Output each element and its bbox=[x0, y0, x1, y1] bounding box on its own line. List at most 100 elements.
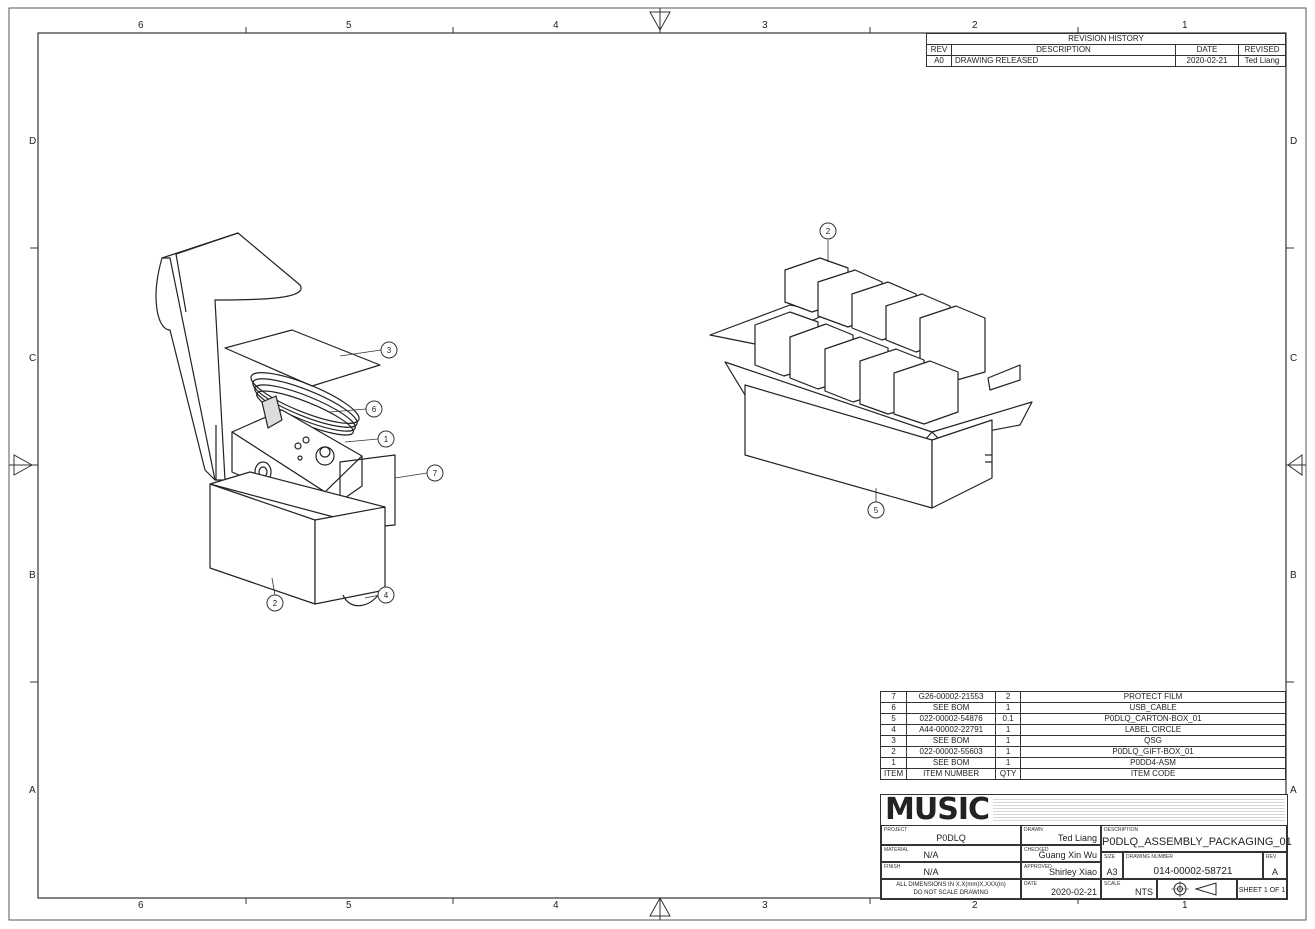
dims-note-cell: ALL DIMENSIONS IN X.X(mm)X.XXX(in) DO NO… bbox=[881, 879, 1021, 899]
bom-qty: 1 bbox=[995, 757, 1022, 769]
drawing-number-label: DRAWING NUMBER bbox=[1126, 854, 1174, 860]
date-value-tb: 2020-02-21 bbox=[1050, 887, 1097, 897]
zone-col-6-top: 6 bbox=[138, 20, 144, 31]
material-label: MATERIAL bbox=[884, 847, 909, 853]
bom-code: QSG bbox=[1020, 735, 1286, 747]
bom-qty-header: QTY bbox=[995, 768, 1022, 780]
zone-col-5-top: 5 bbox=[346, 20, 352, 31]
title-block: MUSIC PROJECT P0DLQ MATERIAL N/A FINISH … bbox=[880, 794, 1292, 900]
third-angle-projection-icon bbox=[1171, 881, 1217, 897]
box-stack-front bbox=[754, 311, 959, 425]
date-header: DATE bbox=[1175, 44, 1239, 56]
rev-value-tb: A bbox=[1271, 867, 1278, 877]
scale-cell: SCALE NTS bbox=[1101, 879, 1157, 899]
bom-qty: 0.1 bbox=[995, 713, 1022, 725]
finish-cell: FINISH N/A bbox=[881, 862, 1021, 879]
checked-cell: CHECKED Guang Xin Wu bbox=[1021, 845, 1101, 862]
logo-cell: MUSIC bbox=[881, 795, 993, 825]
bom-code: PROTECT FILM bbox=[1020, 691, 1286, 703]
zone-col-1-top: 1 bbox=[1182, 20, 1188, 31]
zone-row-d-left: D bbox=[29, 136, 37, 147]
rev-header: REV bbox=[926, 44, 952, 56]
checked-label: CHECKED bbox=[1024, 847, 1049, 853]
scale-label: SCALE bbox=[1104, 881, 1121, 887]
zone-row-c-right: C bbox=[1290, 353, 1298, 364]
approved-label: APPROVED bbox=[1024, 864, 1052, 870]
bom-qty: 1 bbox=[995, 702, 1022, 714]
bom-number: SEE BOM bbox=[906, 757, 997, 769]
bom-code: P0DLQ_CARTON-BOX_01 bbox=[1020, 713, 1286, 725]
bom-item: 3 bbox=[879, 735, 908, 747]
size-value: A3 bbox=[1106, 867, 1118, 877]
zone-col-5-bottom: 5 bbox=[346, 900, 352, 911]
bom-header-row: ITEM ITEM NUMBER QTY ITEM CODE bbox=[879, 768, 1286, 780]
drawn-cell: DRAWN Ted Liang bbox=[1021, 825, 1101, 845]
project-label: PROJECT bbox=[884, 827, 908, 833]
bom-qty: 2 bbox=[995, 691, 1022, 703]
bom-code: P0DLQ_GIFT-BOX_01 bbox=[1020, 746, 1286, 758]
sheet-value: SHEET 1 OF 1 bbox=[1238, 887, 1286, 894]
dims-note-2: DO NOT SCALE DRAWING bbox=[913, 890, 989, 896]
zone-row-b-right: B bbox=[1290, 570, 1297, 581]
bom-number: SEE BOM bbox=[906, 702, 997, 714]
usb-cable bbox=[250, 372, 360, 436]
zone-row-c-left: C bbox=[29, 353, 37, 364]
approved-value: Shirley Xiao bbox=[1048, 867, 1097, 877]
bom-number: G26-00002-21553 bbox=[906, 691, 997, 703]
bom-item: 1 bbox=[879, 757, 908, 769]
rev-value: A0 bbox=[926, 55, 952, 67]
zone-row-a-left: A bbox=[29, 785, 36, 796]
date-label: DATE bbox=[1024, 881, 1037, 887]
revision-history-title: REVISION HISTORY bbox=[926, 33, 1286, 45]
zone-col-4-bottom: 4 bbox=[553, 900, 559, 911]
finish-label: FINISH bbox=[884, 864, 901, 870]
zone-ticks bbox=[30, 27, 1294, 904]
gift-box-assembly-view bbox=[155, 232, 396, 607]
rev-label: REV bbox=[1266, 854, 1277, 860]
bom-qty: 1 bbox=[995, 724, 1022, 736]
project-value: P0DLQ bbox=[936, 833, 966, 843]
description-cell: DESCRIPTION P0DLQ_ASSEMBLY_PACKAGING_01 bbox=[1101, 825, 1292, 852]
drawing-number-value: 014-00002-58721 bbox=[1153, 866, 1233, 877]
proprietary-notice bbox=[993, 797, 1285, 823]
bom-qty: 1 bbox=[995, 746, 1022, 758]
project-cell: PROJECT P0DLQ bbox=[881, 825, 1021, 845]
bom-number: SEE BOM bbox=[906, 735, 997, 747]
music-logo: MUSIC bbox=[885, 792, 990, 827]
bom-qty: 1 bbox=[995, 735, 1022, 747]
description-value: DRAWING RELEASED bbox=[951, 55, 1176, 67]
bom-item: 4 bbox=[879, 724, 908, 736]
description-value-tb: P0DLQ_ASSEMBLY_PACKAGING_01 bbox=[1102, 836, 1292, 848]
bom-item-header: ITEM bbox=[879, 768, 908, 780]
drawn-value: Ted Liang bbox=[1057, 833, 1097, 843]
zone-col-2-top: 2 bbox=[972, 20, 978, 31]
rev-cell: REV A bbox=[1263, 852, 1287, 879]
zone-col-4-top: 4 bbox=[553, 20, 559, 31]
date-value: 2020-02-21 bbox=[1175, 55, 1239, 67]
box-stack-back bbox=[784, 257, 986, 383]
centering-marks bbox=[9, 8, 1306, 920]
bom-code: LABEL CIRCLE bbox=[1020, 724, 1286, 736]
bom-number: 022-00002-54876 bbox=[906, 713, 997, 725]
zone-col-3-top: 3 bbox=[762, 20, 768, 31]
date-cell: DATE 2020-02-21 bbox=[1021, 879, 1101, 899]
revised-value: Ted Liang bbox=[1238, 55, 1286, 67]
zone-col-6-bottom: 6 bbox=[138, 900, 144, 911]
carton-box-view bbox=[709, 257, 1033, 509]
zone-row-b-left: B bbox=[29, 570, 36, 581]
zone-col-1-bottom: 1 bbox=[1182, 900, 1188, 911]
approved-cell: APPROVED Shirley Xiao bbox=[1021, 862, 1101, 879]
bom-number: 022-00002-55603 bbox=[906, 746, 997, 758]
sheet-cell: SHEET 1 OF 1 bbox=[1237, 879, 1287, 899]
qsg-sheet bbox=[224, 329, 381, 387]
dims-note-1: ALL DIMENSIONS IN X.X(mm)X.XXX(in) bbox=[896, 882, 1006, 888]
material-value: N/A bbox=[923, 850, 939, 860]
projection-cell bbox=[1157, 879, 1237, 899]
